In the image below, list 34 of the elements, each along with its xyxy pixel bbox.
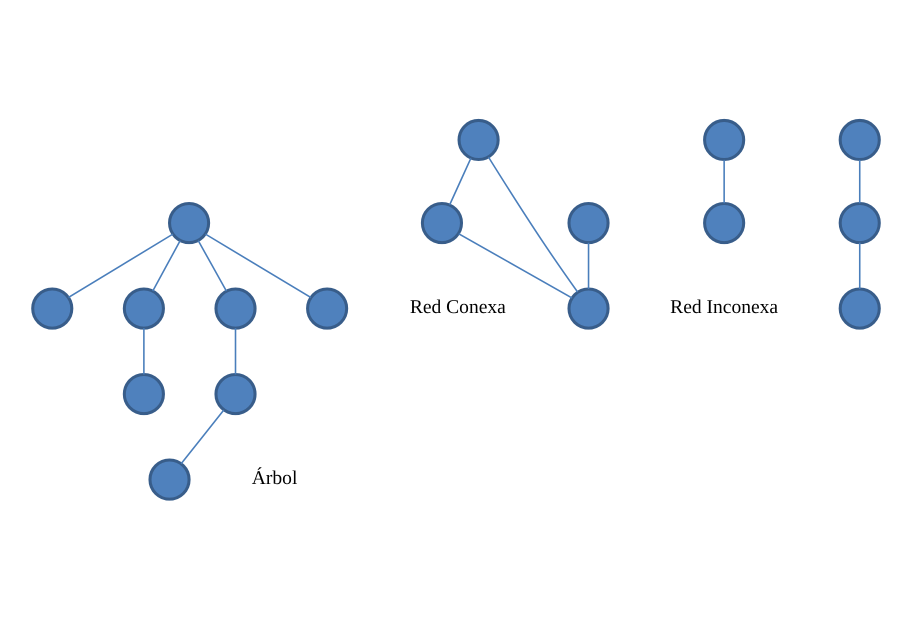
- node-circle: [420, 202, 464, 244]
- node-circle: [31, 287, 74, 330]
- node-circle: [306, 287, 348, 330]
- node-circle: [458, 118, 500, 162]
- node-circle: [567, 202, 610, 244]
- connector: [448, 158, 472, 206]
- node-circle: [703, 202, 746, 244]
- node-circle: [214, 287, 257, 330]
- connector: [858, 242, 861, 289]
- connector: [488, 156, 578, 292]
- node-circle: [148, 458, 191, 501]
- node-circle: [122, 373, 165, 416]
- node-circle: [838, 287, 881, 330]
- connector: [143, 328, 145, 374]
- node-circle: [214, 373, 257, 416]
- node-circle: [567, 287, 610, 330]
- node-circle: [122, 287, 165, 330]
- label: Árbol: [252, 468, 298, 490]
- label: Red Conexa: [410, 297, 506, 318]
- connector: [68, 233, 174, 298]
- connector: [205, 233, 312, 298]
- connector: [588, 242, 590, 289]
- node-circle: [703, 118, 746, 162]
- connector: [458, 233, 572, 299]
- label: Red Inconexa: [670, 297, 778, 318]
- node-circle: [838, 202, 881, 244]
- connector: [858, 160, 861, 204]
- connector: [723, 160, 725, 204]
- connector: [180, 410, 224, 464]
- node-circle: [168, 202, 210, 244]
- node-circle: [838, 118, 881, 162]
- connector: [234, 328, 236, 374]
- connector: [198, 240, 228, 292]
- connector: [152, 240, 181, 292]
